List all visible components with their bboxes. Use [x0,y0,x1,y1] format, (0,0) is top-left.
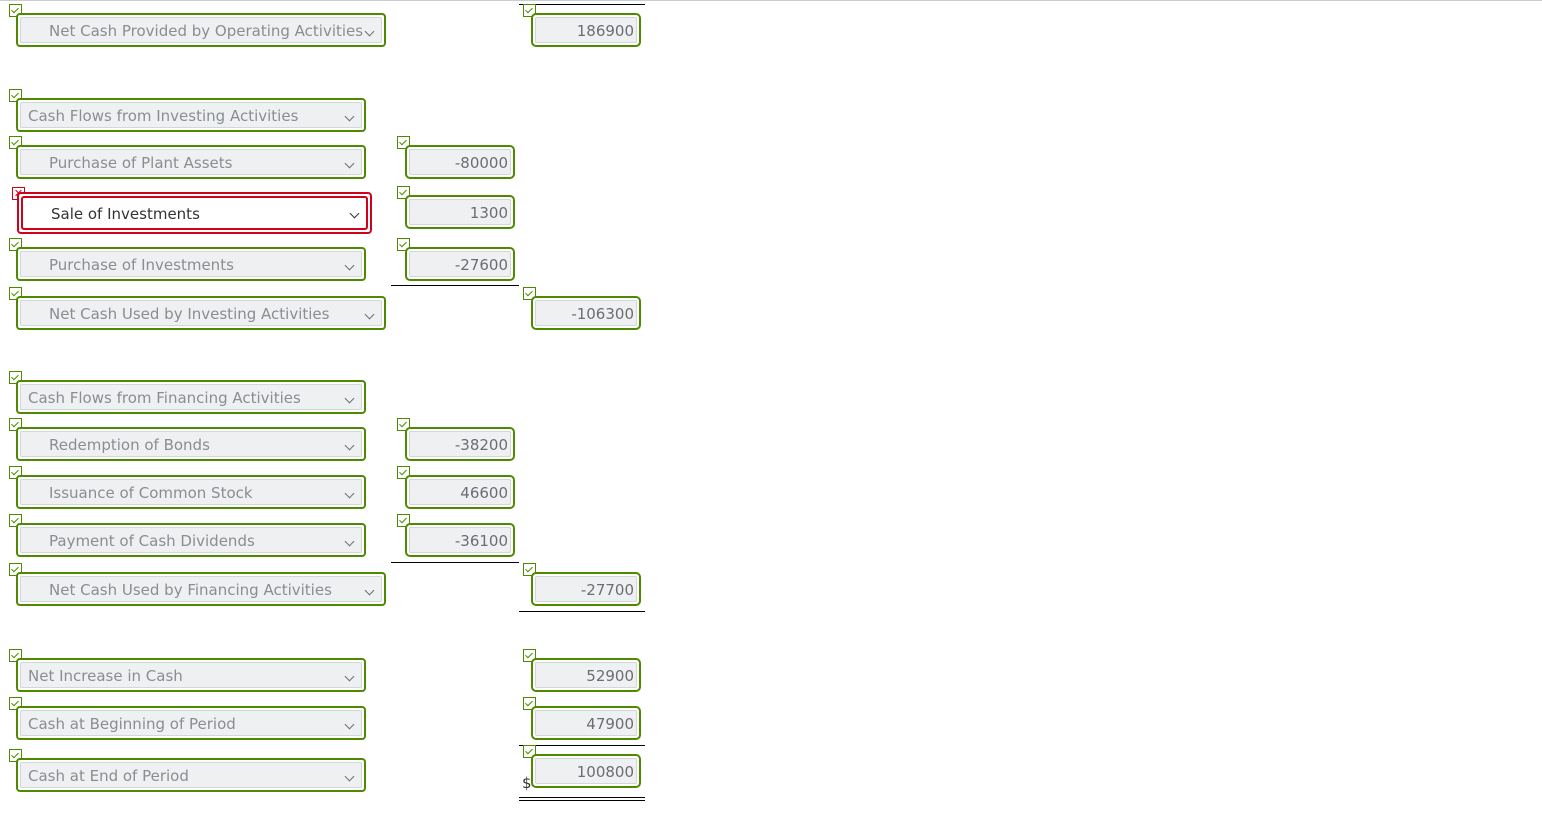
select-label: Net Cash Used by Investing Activities [49,305,330,323]
rule [519,4,645,5]
chevron-down-icon [344,671,355,682]
select-label: Cash at Beginning of Period [28,715,236,733]
chevron-down-icon [344,719,355,730]
select-label: Sale of Investments [51,205,200,223]
select-label: Purchase of Plant Assets [49,154,233,172]
select-label: Issuance of Common Stock [49,484,253,502]
financing-item-amount[interactable]: -38200 [405,427,515,461]
net-financing-select[interactable]: Net Cash Used by Financing Activities [16,572,386,606]
net-financing-amount[interactable]: -27700 [531,572,641,606]
select-label: Cash at End of Period [28,767,189,785]
investing-item-amount[interactable]: -80000 [405,145,515,179]
select-label: Cash Flows from Investing Activities [28,107,299,125]
net-operating-amount[interactable]: 186900 [531,13,641,47]
select-label: Cash Flows from Financing Activities [28,389,301,407]
select-label: Purchase of Investments [49,256,234,274]
investing-item-select[interactable]: Purchase of Plant Assets [16,145,366,179]
net-investing-select[interactable]: Net Cash Used by Investing Activities [16,296,386,330]
investing-item-select[interactable]: Purchase of Investments [16,247,366,281]
double-rule [519,797,645,798]
rule [391,285,519,286]
net-increase-select[interactable]: Net Increase in Cash [16,658,366,692]
top-divider [0,0,1542,1]
select-label: Net Cash Provided by Operating Activitie… [49,22,364,40]
cash-beginning-select[interactable]: Cash at Beginning of Period [16,706,366,740]
cash-end-amount[interactable]: 100800 [531,754,641,788]
financing-item-select[interactable]: Issuance of Common Stock [16,475,366,509]
double-rule [519,800,645,801]
financing-item-select[interactable]: Payment of Cash Dividends [16,523,366,557]
chevron-down-icon [364,585,375,596]
cash-beginning-amount[interactable]: 47900 [531,706,641,740]
chevron-down-icon [344,111,355,122]
investing-item-amount[interactable]: -27600 [405,247,515,281]
chevron-down-icon [344,771,355,782]
net-investing-amount[interactable]: -106300 [531,296,641,330]
rule [519,745,645,746]
rule [519,611,645,612]
financing-item-amount[interactable]: -36100 [405,523,515,557]
chevron-down-icon [344,393,355,404]
chevron-down-icon [344,158,355,169]
chevron-down-icon [344,488,355,499]
select-label: Redemption of Bonds [49,436,210,454]
chevron-down-icon [344,440,355,451]
net-increase-amount[interactable]: 52900 [531,658,641,692]
rule [391,562,519,563]
investing-item-amount[interactable]: 1300 [405,195,515,229]
chevron-down-icon [344,536,355,547]
net-operating-select[interactable]: Net Cash Provided by Operating Activitie… [16,13,386,47]
select-label: Net Increase in Cash [28,667,183,685]
financing-header-select[interactable]: Cash Flows from Financing Activities [16,380,366,414]
chevron-down-icon [364,309,375,320]
select-label: Payment of Cash Dividends [49,532,255,550]
chevron-down-icon [349,208,360,219]
chevron-down-icon [344,260,355,271]
financing-item-select[interactable]: Redemption of Bonds [16,427,366,461]
currency-symbol: $ [522,774,532,792]
financing-item-amount[interactable]: 46600 [405,475,515,509]
select-label: Net Cash Used by Financing Activities [49,581,332,599]
investing-item-select[interactable]: Sale of Investments [17,192,372,234]
investing-header-select[interactable]: Cash Flows from Investing Activities [16,98,366,132]
cash-end-select[interactable]: Cash at End of Period [16,758,366,792]
chevron-down-icon [364,26,375,37]
